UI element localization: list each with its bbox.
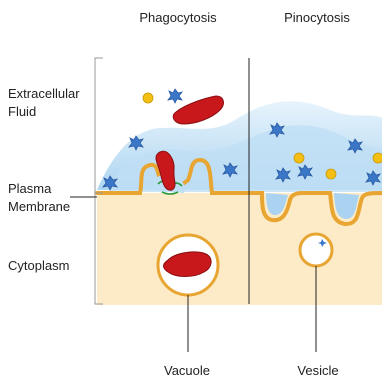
red-cell-fluid	[173, 96, 223, 124]
heading-pinocytosis: Pinocytosis	[284, 10, 350, 25]
label-vesicle: Vesicle	[297, 363, 338, 378]
label-extracellular: Extracellular	[8, 86, 80, 101]
vesicle	[300, 234, 332, 266]
yellow-particle	[373, 153, 382, 163]
label-cytoplasm: Cytoplasm	[8, 258, 69, 273]
label-fluid: Fluid	[8, 104, 36, 119]
label-plasma: Plasma	[8, 181, 52, 196]
yellow-particle	[294, 153, 304, 163]
label-vacuole: Vacuole	[164, 363, 210, 378]
label-membrane: Membrane	[8, 199, 70, 214]
yellow-particle	[326, 169, 336, 179]
heading-phagocytosis: Phagocytosis	[139, 10, 217, 25]
yellow-particle	[143, 93, 153, 103]
blue-particle	[168, 89, 182, 103]
